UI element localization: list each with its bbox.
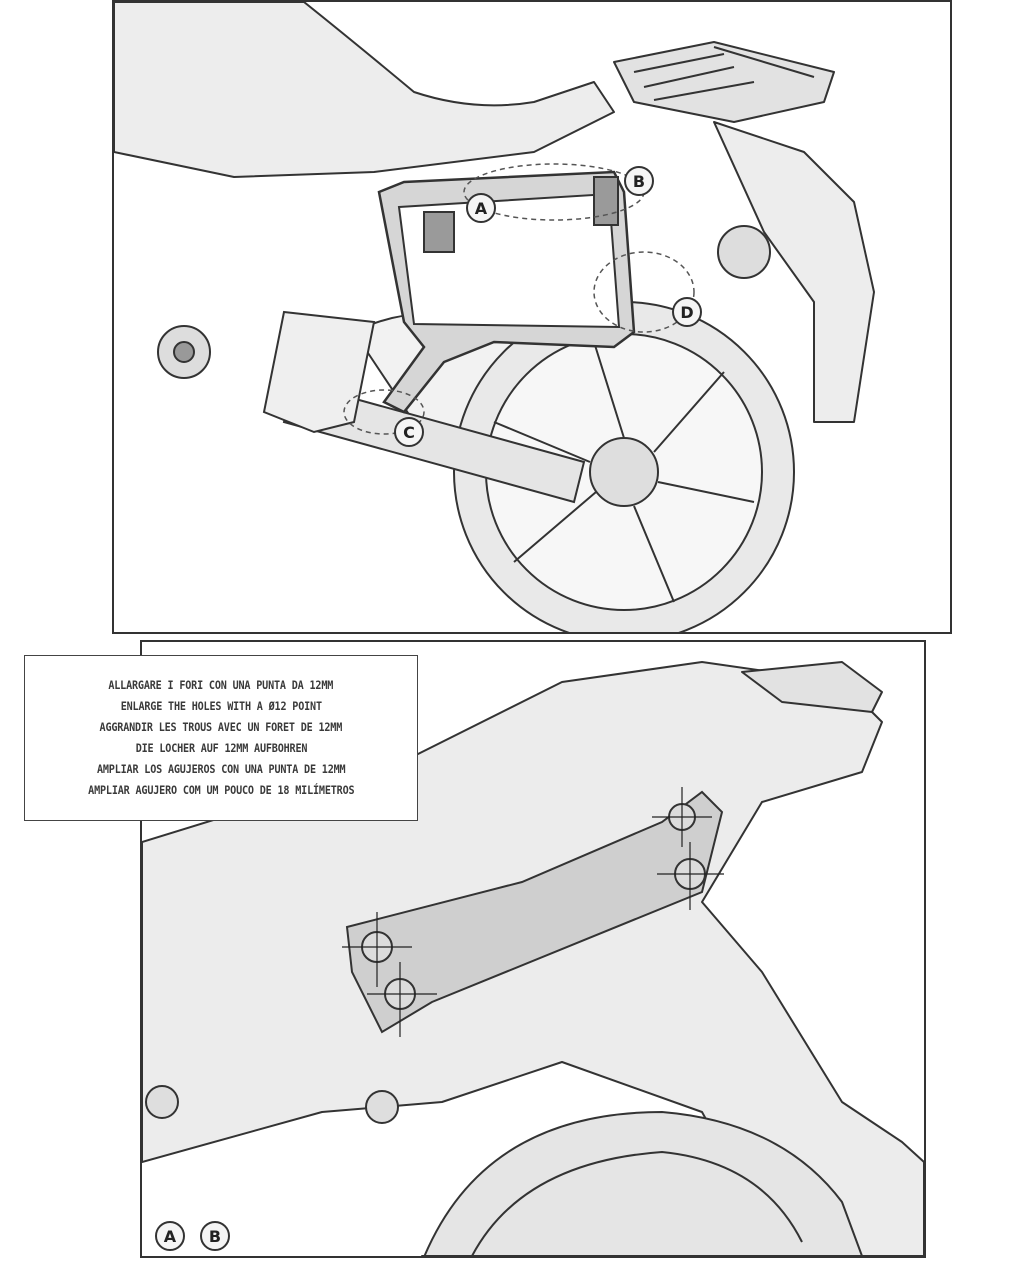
note-line-pt: AMPLIAR AGUJERO COM UM POUCO DE 18 MILÍM… xyxy=(87,783,355,797)
motorcycle-rear-drawing xyxy=(114,2,875,632)
note-line-en: ENLARGE THE HOLES WITH A Ø12 POINT xyxy=(120,699,322,713)
drilling-instruction-note: ALLARGARE I FORI CON UNA PUNTA DA 12MM E… xyxy=(24,655,418,821)
side-case-frame xyxy=(377,170,636,414)
callout-bottom-a: A xyxy=(155,1221,185,1251)
mounting-plate xyxy=(345,790,724,1034)
callout-b: B xyxy=(624,166,654,196)
top-illustration-panel xyxy=(112,0,952,634)
note-line-es: AMPLIAR LOS AGUJEROS CON UNA PUNTA DE 12… xyxy=(96,762,346,776)
callout-bottom-b: B xyxy=(200,1221,230,1251)
note-line-de: DIE LOCHER AUF 12MM AUFBOHREN xyxy=(135,741,307,755)
note-line-it: ALLARGARE I FORI CON UNA PUNTA DA 12MM xyxy=(108,678,334,692)
callout-d: D xyxy=(672,297,702,327)
callout-a: A xyxy=(466,193,496,223)
callout-c: C xyxy=(394,417,424,447)
note-line-fr: AGGRANDIR LES TROUS AVEC UN FORET DE 12M… xyxy=(99,720,343,734)
